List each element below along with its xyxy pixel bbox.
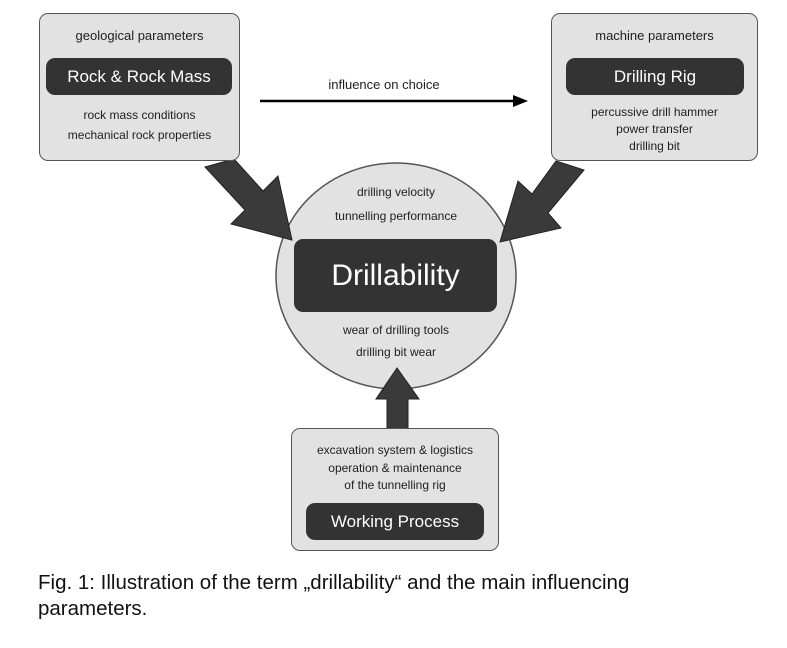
working-process-title: Working Process — [330, 511, 460, 531]
geological-parameters-heading: geological parameters — [75, 28, 204, 43]
rock-mass-box: Rock & Rock Mass — [46, 58, 232, 95]
working-process-title-box: Working Process — [306, 503, 484, 540]
process-item-tunnelling-rig: of the tunnelling rig — [344, 478, 446, 492]
influence-arrowhead-icon — [513, 95, 528, 107]
drilling-rig-box: Drilling Rig — [566, 58, 744, 95]
geo-item-rock-mass-conditions: rock mass conditions — [83, 108, 196, 122]
machine-parameters-heading: machine parameters — [595, 28, 714, 43]
center-item-tunnelling-performance: tunnelling performance — [334, 209, 458, 223]
machine-item-percussive-drill-hammer: percussive drill hammer — [591, 105, 718, 119]
machine-item-drilling-bit: drilling bit — [629, 139, 680, 153]
figure-caption: Fig. 1: Illustration of the term „drilla… — [38, 571, 630, 620]
center-item-drilling-bit-wear: drilling bit wear — [355, 345, 437, 359]
center-item-drilling-velocity: drilling velocity — [356, 185, 436, 199]
drillability-box: Drillability — [294, 239, 497, 312]
rock-mass-title: Rock & Rock Mass — [67, 66, 211, 86]
influence-label: influence on choice — [328, 77, 440, 92]
center-item-wear-of-drilling-tools: wear of drilling tools — [342, 323, 450, 337]
drillability-title: Drillability — [331, 258, 460, 292]
machine-to-drillability-arrow-icon — [499, 160, 585, 243]
geo-to-drillability-arrow-icon — [204, 158, 293, 241]
geo-item-mechanical-rock-properties: mechanical rock properties — [67, 128, 212, 142]
process-item-excavation-system: excavation system & logistics — [316, 443, 474, 457]
process-item-operation-maintenance: operation & maintenance — [328, 461, 462, 475]
machine-item-power-transfer: power transfer — [616, 122, 693, 136]
drilling-rig-title: Drilling Rig — [613, 66, 697, 86]
